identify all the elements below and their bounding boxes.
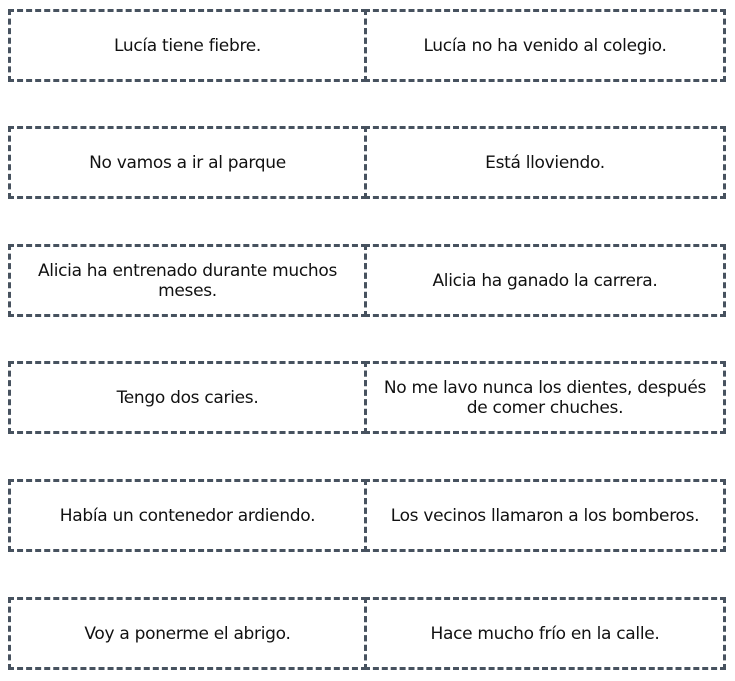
cause-card: Lucía tiene fiebre. <box>8 9 367 82</box>
card-row: Tengo dos caries. No me lavo nunca los d… <box>8 361 726 434</box>
card-row: Lucía tiene fiebre. Lucía no ha venido a… <box>8 9 726 82</box>
effect-card: Alicia ha ganado la carrera. <box>364 244 726 317</box>
effect-card: Hace mucho frío en la calle. <box>364 597 726 670</box>
cause-card: Tengo dos caries. <box>8 361 367 434</box>
card-row: No vamos a ir al parque Está lloviendo. <box>8 126 726 199</box>
card-row: Alicia ha entrenado durante muchos meses… <box>8 244 726 317</box>
card-row: Había un contenedor ardiendo. Los vecino… <box>8 479 726 552</box>
cause-card: Alicia ha entrenado durante muchos meses… <box>8 244 367 317</box>
cause-card: No vamos a ir al parque <box>8 126 367 199</box>
card-row: Voy a ponerme el abrigo. Hace mucho frío… <box>8 597 726 670</box>
effect-card: Lucía no ha venido al colegio. <box>364 9 726 82</box>
effect-card: No me lavo nunca los dientes, después de… <box>364 361 726 434</box>
cause-card: Voy a ponerme el abrigo. <box>8 597 367 670</box>
cause-card: Había un contenedor ardiendo. <box>8 479 367 552</box>
effect-card: Los vecinos llamaron a los bomberos. <box>364 479 726 552</box>
effect-card: Está lloviendo. <box>364 126 726 199</box>
